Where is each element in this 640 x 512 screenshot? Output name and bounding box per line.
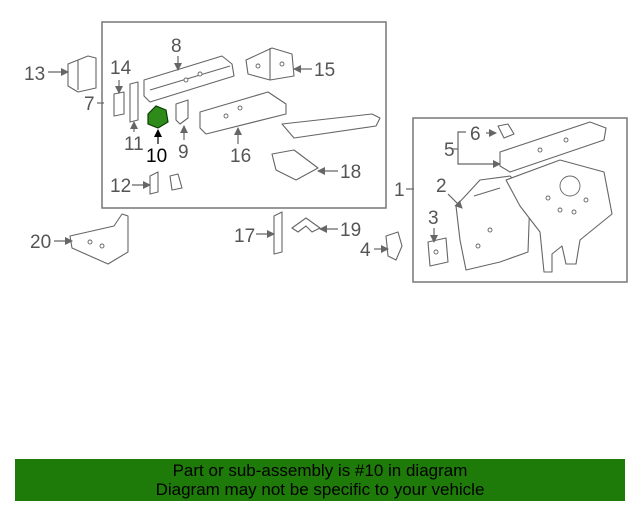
callout-3: 3	[428, 208, 439, 229]
part-18[interactable]	[271, 149, 319, 181]
callout-11: 11	[124, 134, 144, 155]
callout-20: 20	[30, 232, 51, 253]
banner-line-1: Part or sub-assembly is #10 in diagram	[172, 461, 468, 480]
part-11[interactable]	[129, 81, 139, 123]
callout-17: 17	[234, 226, 255, 247]
part-2[interactable]	[455, 175, 531, 271]
callout-6: 6	[470, 124, 481, 145]
callout-19: 19	[340, 220, 361, 241]
part-20[interactable]	[69, 213, 129, 265]
part-12[interactable]	[149, 171, 183, 195]
fitment-banner: Part or sub-assembly is #10 in diagram D…	[15, 459, 625, 501]
callout-2: 2	[436, 176, 447, 197]
callout-4: 4	[360, 240, 371, 261]
part-17[interactable]	[273, 211, 283, 255]
callout-16: 16	[230, 146, 251, 167]
callout-8: 8	[171, 36, 182, 57]
banner-line-2: Diagram may not be specific to your vehi…	[155, 480, 485, 499]
part-8[interactable]	[143, 55, 235, 103]
callout-5: 5	[444, 140, 455, 161]
group-box-left	[101, 21, 387, 209]
part-14[interactable]	[113, 91, 125, 117]
part-13[interactable]	[67, 55, 97, 93]
part-19[interactable]	[291, 217, 321, 233]
part-6[interactable]	[497, 123, 515, 139]
callout-12: 12	[110, 176, 131, 197]
part-4[interactable]	[385, 231, 403, 261]
part-9[interactable]	[175, 99, 189, 125]
callout-13: 13	[24, 64, 45, 85]
part-10-highlighted[interactable]	[147, 105, 169, 129]
part-3[interactable]	[427, 237, 449, 267]
callout-18: 18	[340, 162, 361, 183]
part-16[interactable]	[199, 91, 381, 139]
callout-14: 14	[110, 58, 132, 79]
group-box-right	[412, 117, 628, 283]
callout-7: 7	[84, 94, 95, 115]
part-1-panel[interactable]	[505, 159, 613, 273]
part-5[interactable]	[499, 121, 607, 173]
callout-1: 1	[394, 180, 405, 201]
callout-15: 15	[314, 60, 335, 81]
callout-9: 9	[178, 142, 189, 163]
callout-10: 10	[146, 146, 167, 167]
part-15[interactable]	[245, 47, 295, 81]
